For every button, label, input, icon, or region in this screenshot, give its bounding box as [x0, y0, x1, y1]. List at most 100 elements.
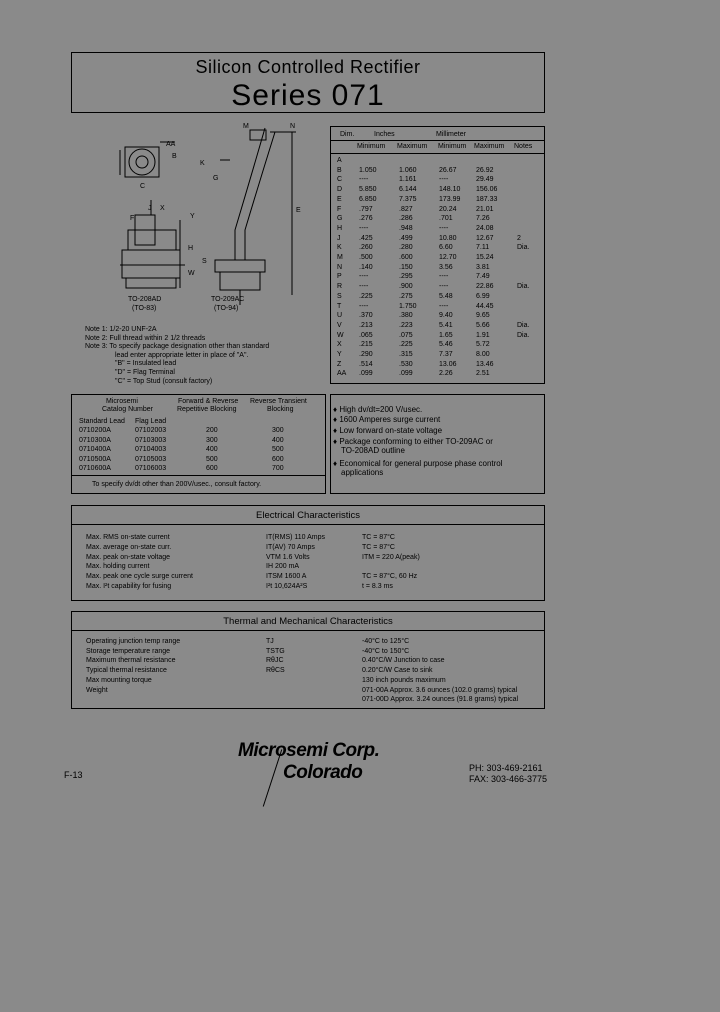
order-cell: 200 [206, 427, 218, 434]
order-sub-standard: Standard Lead [79, 418, 125, 425]
order-cell: 07103003 [135, 436, 167, 444]
dim-cell: 15.24 [476, 254, 494, 261]
thermal-cell: 0.40°C/W Junction to case [362, 657, 445, 665]
feature-2: ♦ 1600 Amperes surge current [333, 415, 441, 424]
pkg1-label: TO-208AD [128, 296, 162, 303]
dim-cell: 1.161 [399, 176, 417, 184]
dim-cell: F [337, 205, 342, 213]
dim-cell: S [337, 292, 342, 300]
order-cell: 0710300A [79, 436, 111, 444]
electrical-cell: TC = 87°C [362, 534, 395, 541]
dim-cell: .280 [399, 244, 413, 252]
thermal-cell: Maximum thermal resistance [86, 657, 176, 665]
thermal-characteristics: Thermal and Mechanical Characteristics O… [71, 611, 545, 709]
features-box: ♦ High dv/dt=200 V/usec. ♦ 1600 Amperes … [330, 394, 545, 494]
note-1: Note 1: 1/2-20 UNF-2A [85, 326, 157, 333]
dim-cell: 5.66 [476, 321, 490, 329]
dim-cell: 6.99 [476, 292, 490, 300]
dim-cell: ---- [359, 224, 369, 232]
order-cell: 400 [206, 446, 218, 454]
dim-cell: .600 [399, 254, 413, 261]
note-3-d: "D" = Flag Terminal [115, 368, 175, 376]
electrical-cell: Max. peak one cycle surge current [86, 573, 193, 581]
dim-cell: 7.26 [476, 215, 490, 223]
electrical-cell: IT(AV) 70 Amps [266, 543, 315, 551]
note-3: Note 3: To specify package designation o… [85, 343, 270, 351]
dim-cell: 5.46 [439, 341, 453, 349]
dim-cell: 9.65 [476, 312, 490, 320]
electrical-title: Electrical Characteristics [256, 510, 360, 521]
dim-cell: 1.65 [439, 331, 453, 339]
dim-cell: 1.91 [476, 331, 490, 339]
dim-row: A [331, 157, 544, 166]
dim-cell: 8.00 [476, 351, 490, 358]
dim-cell: 5.41 [439, 321, 453, 329]
order-head-rev: Reverse Transient [250, 398, 307, 405]
thermal-rule [72, 630, 544, 631]
order-cell: 300 [272, 427, 284, 434]
dim-cell: Y [337, 351, 342, 358]
dim-cell: 6.850 [359, 195, 377, 203]
dim-cell: 7.11 [476, 244, 490, 252]
thermal-cell: -40°C to 125°C [362, 638, 410, 645]
dim-header-2: Minimum Maximum Minimum Maximum Notes [357, 143, 533, 150]
dim-cell: 21.01 [476, 205, 494, 213]
dim-cell: 2 [517, 234, 521, 242]
dim-cell: 12.70 [439, 254, 457, 261]
svg-text:X: X [160, 205, 165, 212]
dim-header-rule [331, 140, 544, 141]
thermal-cell: TSTG [266, 647, 285, 655]
dim-cell: 2.26 [439, 370, 453, 378]
order-cell: 07105003 [135, 455, 167, 463]
dim-cell: .530 [399, 360, 413, 368]
dim-cell: .290 [359, 351, 373, 358]
pkg2-label: TO-209AC [211, 296, 245, 303]
dim-header-1: Dim. Inches Millimeter [340, 131, 466, 138]
thermal-cell: TJ [266, 638, 274, 645]
logo-company: Microsemi Corp. [238, 740, 380, 761]
dim-cell: Z [337, 360, 342, 368]
svg-text:M: M [243, 123, 249, 130]
dim-cell: 10.80 [439, 234, 457, 242]
page-number: F-13 [64, 770, 83, 780]
dim-cell: .150 [399, 263, 413, 271]
dim-cell: .099 [359, 370, 373, 378]
dim-cell: K [337, 244, 342, 252]
thermal-cell: Max mounting torque [86, 676, 152, 684]
electrical-rule [72, 524, 544, 525]
thermal-cell: Typical thermal resistance [86, 667, 167, 675]
dim-cell: 5.72 [476, 341, 490, 349]
dim-row: P----.295----7.49 [331, 273, 544, 282]
dim-cell: .215 [359, 341, 373, 349]
dim-cell: Dia. [517, 283, 530, 291]
dim-cell: 5.850 [359, 186, 377, 194]
dim-cell: M [337, 254, 343, 261]
dim-cell: W [337, 331, 344, 339]
order-footer-rule [72, 475, 325, 476]
dim-cell: B [337, 166, 342, 174]
thermal-title: Thermal and Mechanical Characteristics [223, 616, 393, 627]
title-line1: Silicon Controlled Rectifier [195, 57, 421, 77]
thermal-cell: RθCS [266, 667, 285, 675]
order-head-blocking: Blocking [267, 406, 294, 413]
order-footer: To specify dv/dt other than 200V/usec., … [92, 481, 262, 488]
order-cell: 300 [206, 436, 218, 444]
svg-text:C: C [140, 183, 145, 190]
dim-cell: .075 [399, 331, 413, 339]
dim-cell: .425 [359, 234, 373, 242]
thermal-cell: Weight [86, 686, 108, 694]
thermal-cell: 071-00A Approx. 3.6 ounces (102.0 grams)… [362, 686, 518, 694]
dim-cell: .276 [359, 215, 373, 223]
dim-cell: 187.33 [476, 195, 498, 203]
dim-cell: 173.99 [439, 195, 461, 203]
order-cell: 600 [272, 455, 284, 463]
dim-cell: .514 [359, 360, 373, 368]
